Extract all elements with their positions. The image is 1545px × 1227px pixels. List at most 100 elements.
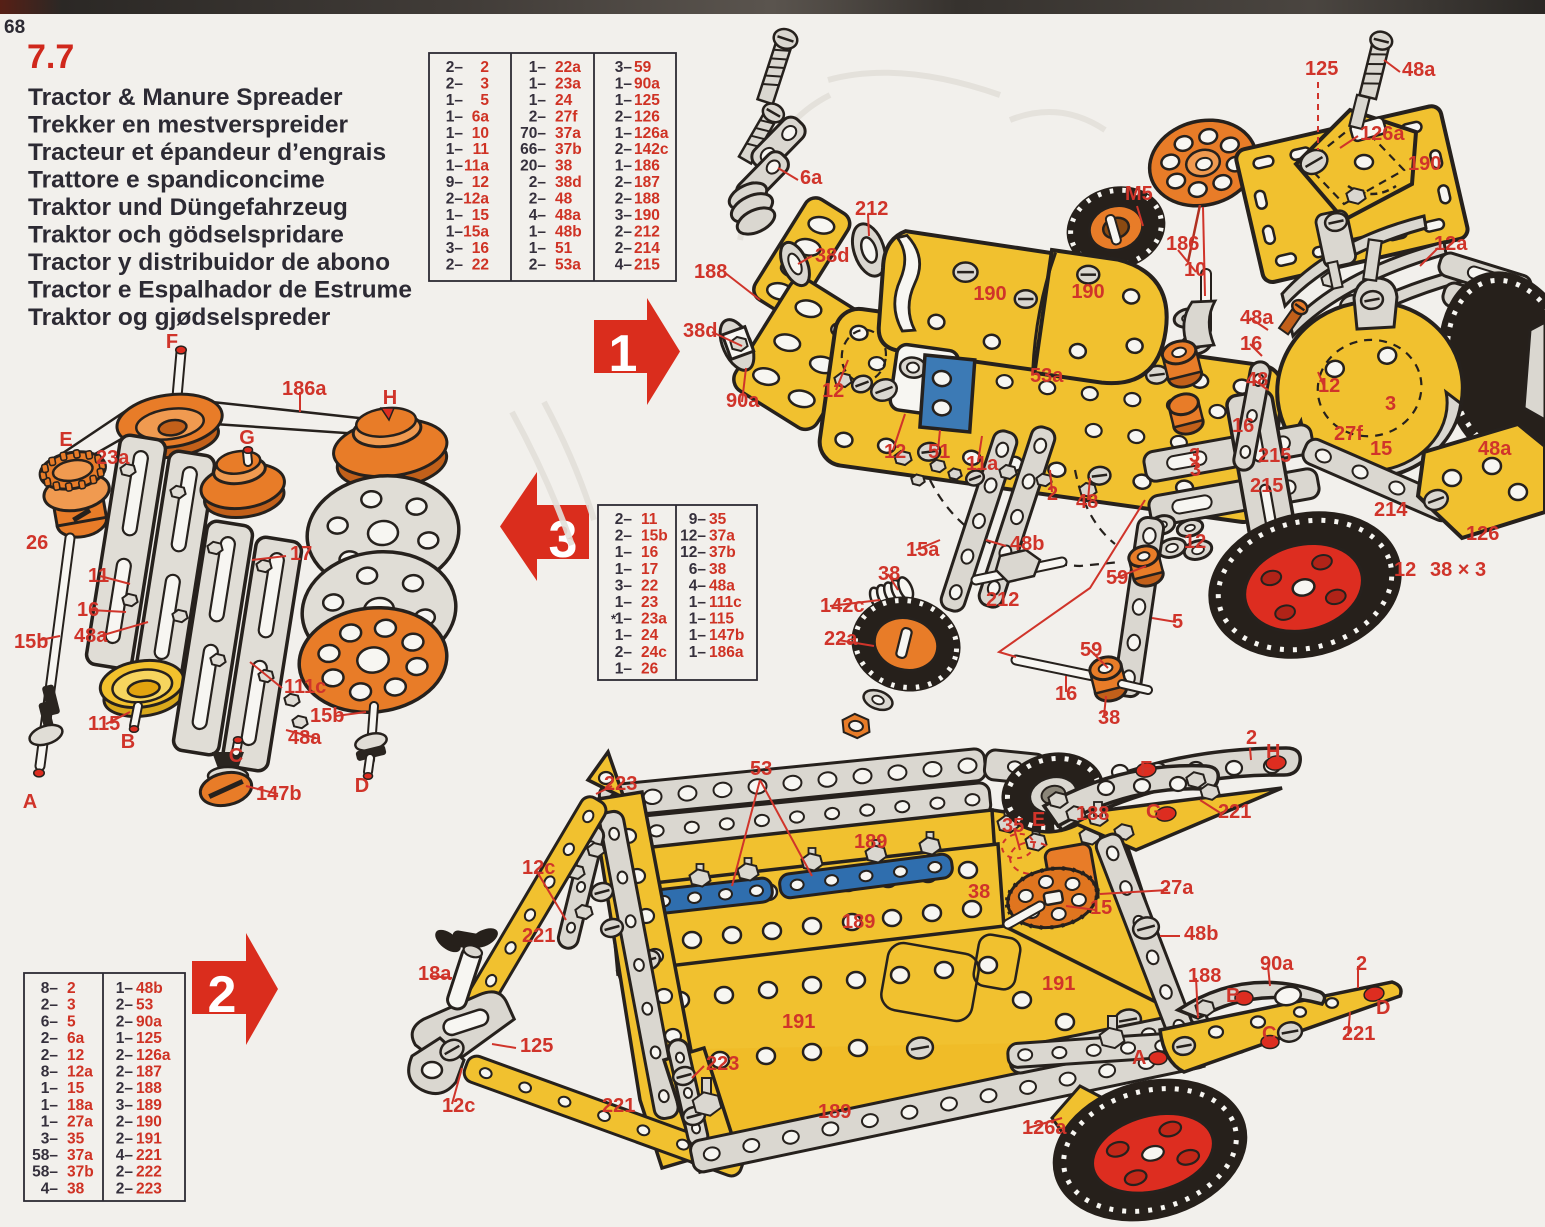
svg-text:188: 188: [694, 261, 727, 283]
svg-text:12c: 12c: [522, 857, 555, 879]
svg-text:9–: 9–: [689, 511, 707, 528]
svg-text:1–: 1–: [446, 207, 464, 224]
svg-text:111c: 111c: [709, 594, 742, 611]
svg-text:23a: 23a: [96, 447, 130, 469]
svg-text:187: 187: [634, 174, 660, 191]
svg-text:5: 5: [480, 92, 489, 109]
svg-text:D: D: [1376, 997, 1390, 1019]
svg-text:126a: 126a: [1022, 1117, 1067, 1139]
svg-text:37a: 37a: [709, 528, 735, 545]
svg-text:2–: 2–: [446, 59, 464, 76]
svg-text:1–: 1–: [615, 158, 633, 175]
svg-text:2–: 2–: [615, 174, 633, 191]
svg-text:12c: 12c: [442, 1095, 475, 1117]
svg-text:221: 221: [522, 925, 555, 947]
svg-text:48b: 48b: [136, 980, 163, 997]
svg-text:38: 38: [1098, 707, 1120, 729]
svg-text:3–: 3–: [446, 240, 464, 257]
svg-text:1–: 1–: [529, 76, 547, 93]
svg-text:27a: 27a: [1160, 877, 1194, 899]
svg-text:1–: 1–: [529, 59, 547, 76]
svg-text:6a: 6a: [67, 1030, 85, 1047]
svg-text:38 × 3: 38 × 3: [1430, 559, 1486, 581]
svg-text:186: 186: [634, 158, 660, 175]
svg-text:*: *: [611, 612, 617, 627]
svg-text:111c: 111c: [284, 676, 326, 698]
svg-text:2: 2: [1047, 483, 1058, 505]
svg-text:188: 188: [1076, 803, 1109, 825]
svg-text:221: 221: [136, 1147, 162, 1164]
svg-text:3: 3: [480, 76, 489, 93]
svg-text:2–: 2–: [116, 1114, 134, 1131]
svg-text:38: 38: [968, 881, 990, 903]
svg-text:186a: 186a: [709, 644, 744, 661]
svg-text:1–: 1–: [446, 92, 464, 109]
svg-text:27f: 27f: [1334, 423, 1363, 445]
svg-text:E: E: [59, 429, 72, 451]
svg-text:1–: 1–: [615, 611, 633, 628]
svg-text:26: 26: [26, 532, 48, 554]
svg-text:15b: 15b: [641, 528, 668, 545]
svg-text:9–: 9–: [446, 174, 464, 191]
svg-text:12: 12: [1184, 531, 1206, 553]
svg-text:1–: 1–: [615, 92, 633, 109]
svg-text:23: 23: [641, 594, 659, 611]
svg-text:15: 15: [472, 207, 490, 224]
svg-text:2–: 2–: [529, 108, 547, 125]
svg-text:C: C: [1262, 1023, 1276, 1045]
svg-text:2–: 2–: [116, 997, 134, 1014]
svg-text:6–: 6–: [41, 1013, 59, 1030]
svg-text:125: 125: [1305, 58, 1338, 80]
svg-text:215: 215: [1250, 475, 1283, 497]
svg-text:2–: 2–: [529, 191, 547, 208]
svg-text:126: 126: [634, 108, 660, 125]
svg-text:2–: 2–: [529, 256, 547, 273]
svg-text:2–: 2–: [41, 997, 59, 1014]
svg-text:Trekker en mestverspreider: Trekker en mestverspreider: [28, 112, 349, 139]
svg-text:215: 215: [1258, 445, 1291, 467]
svg-text:48a: 48a: [288, 727, 322, 749]
svg-text:Tractor & Manure Spreader: Tractor & Manure Spreader: [28, 84, 343, 111]
svg-text:3–: 3–: [41, 1130, 59, 1147]
svg-text:1: 1: [609, 325, 638, 383]
svg-text:70–: 70–: [520, 125, 546, 142]
svg-text:22a: 22a: [824, 628, 858, 650]
svg-text:4–: 4–: [41, 1180, 59, 1197]
svg-text:38d: 38d: [555, 174, 582, 191]
svg-text:1–: 1–: [615, 594, 633, 611]
svg-text:12: 12: [822, 380, 844, 402]
svg-text:2–: 2–: [116, 1064, 134, 1081]
svg-text:1–: 1–: [116, 1030, 134, 1047]
svg-text:18a: 18a: [418, 963, 452, 985]
svg-text:1–: 1–: [615, 544, 633, 561]
svg-text:E: E: [1032, 809, 1045, 831]
svg-text:38: 38: [709, 561, 727, 578]
svg-text:23a: 23a: [555, 76, 581, 93]
svg-text:90a: 90a: [136, 1013, 162, 1030]
svg-text:5: 5: [67, 1013, 76, 1030]
svg-text:190: 190: [1408, 153, 1441, 175]
svg-text:3–: 3–: [615, 59, 633, 76]
svg-text:2–: 2–: [116, 1130, 134, 1147]
svg-text:8–: 8–: [41, 1064, 59, 1081]
svg-text:12–: 12–: [680, 528, 706, 545]
svg-text:1–: 1–: [446, 141, 464, 158]
svg-text:191: 191: [136, 1130, 162, 1147]
svg-text:1–: 1–: [446, 224, 464, 241]
svg-text:12: 12: [884, 441, 906, 463]
svg-text:1–: 1–: [446, 108, 464, 125]
svg-text:11: 11: [473, 141, 490, 158]
svg-text:2–: 2–: [41, 1030, 59, 1047]
svg-text:1–: 1–: [615, 125, 633, 142]
svg-text:58–: 58–: [32, 1164, 58, 1181]
svg-text:51: 51: [928, 441, 950, 463]
svg-text:1–: 1–: [41, 1097, 59, 1114]
svg-text:2–: 2–: [529, 174, 547, 191]
svg-text:188: 188: [1188, 965, 1221, 987]
svg-text:53: 53: [750, 758, 772, 780]
svg-text:8–: 8–: [41, 980, 59, 997]
svg-text:221: 221: [1342, 1023, 1375, 1045]
svg-text:1–: 1–: [689, 594, 707, 611]
svg-text:66–: 66–: [520, 141, 546, 158]
svg-text:Tractor e Espalhador de Estrum: Tractor e Espalhador de Estrume: [28, 277, 412, 304]
